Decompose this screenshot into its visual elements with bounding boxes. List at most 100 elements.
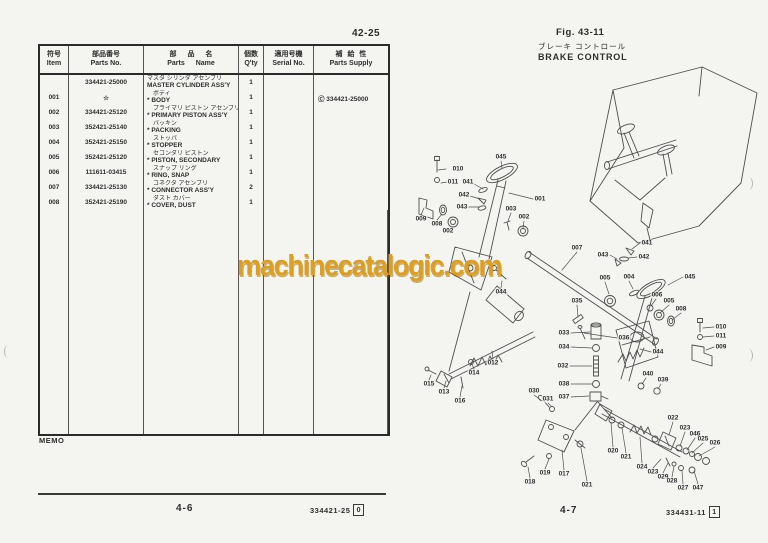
cell-parts-no: 352421-25120 [69,150,144,165]
cell-item: 006 [40,165,69,180]
callout-label-016: 016 [453,397,467,405]
cell-parts-no: ☆ [69,90,144,105]
name-jp: マスタ シリンダ アセンブリ [147,75,223,82]
callout-label-043: 043 [455,203,469,211]
callout-label-007: 007 [570,244,584,252]
callout-label-014: 014 [467,369,481,377]
frame-outline [589,66,758,244]
cell-supply: Ⓒ 334421-25000 [318,95,369,103]
callout-label-033: 033 [557,329,571,337]
cell-name: セコンダリ ピストン* PISTON, SECONDARY [144,150,239,165]
callout-label-040: 040 [641,370,655,378]
callout-label-002: 002 [517,213,531,221]
callout-label-023: 023 [678,424,692,432]
cell-name: プライマリ ピストン アセンブリ* PRIMARY PISTON ASS'Y [144,105,239,120]
header-item-jp: 符号 [47,51,61,58]
callout-label-031: 031 [541,395,555,403]
cell-qty: 1 [239,165,264,180]
callout-label-005: 005 [662,297,676,305]
name-en: MASTER CYLINDER ASS'Y [147,82,231,90]
callout-label-024: 024 [635,463,649,471]
name-en: * PACKING [147,127,181,135]
cell-item: 002 [40,105,69,120]
callout-label-035: 035 [570,297,584,305]
callout-label-046: 046 [688,430,702,438]
pedal-assembly-right [577,247,713,395]
name-jp: ダスト カバー [153,195,191,202]
callout-label-047: 047 [691,484,705,492]
scan-artifact [4,345,11,358]
callout-label-043: 043 [596,251,610,259]
cell-serial [264,135,314,150]
callout-label-002: 002 [441,227,455,235]
right-doc-number: 334431-11 1 [666,506,720,518]
name-en: * PRIMARY PISTON ASS'Y [147,112,228,120]
callout-label-005: 005 [598,274,612,282]
right-doc-no-text: 334431-11 [666,507,706,517]
callout-label-026: 026 [708,439,722,447]
callout-label-011: 011 [446,178,460,186]
cell-serial [264,180,314,195]
header-serial: 適用号機 Serial No. [264,46,314,73]
cell-item [40,75,69,90]
callout-label-028: 028 [665,477,679,485]
name-jp: セコンダリ ピストン [153,150,209,157]
figure-number: Fig. 43-11 [556,27,605,38]
header-parts-name: 部 品 名 Parts Name [144,46,239,73]
callout-label-045: 045 [683,273,697,281]
callout-label-017: 017 [557,470,571,478]
filler-cell [144,210,239,434]
left-doc-number: 334421-25 0 [310,504,365,516]
header-qty-jp: 個数 [244,51,258,58]
cell-item: 008 [40,195,69,210]
header-qty: 個数 Q'ty [239,46,264,73]
name-en: * CONNECTOR ASS'Y [147,187,214,195]
leader-lines [420,160,716,485]
callout-label-021: 021 [619,453,633,461]
cell-item: 005 [40,150,69,165]
scan-artifact [746,349,753,362]
header-serial-jp: 適用号機 [274,51,303,58]
header-parts-no-en: Parts No. [90,60,122,67]
name-jp: パッキン [153,120,177,127]
header-supply-jp: 補 給 性 [335,51,367,58]
callout-label-034: 034 [557,343,571,351]
rod-cluster [424,331,536,389]
figure-title-jp: ブレーキ コントロール [538,42,627,51]
cell-qty: 1 [239,120,264,135]
header-parts-name-jp: 部 品 名 [169,51,213,58]
callout-label-044: 044 [494,288,508,296]
callout-label-009: 009 [414,215,428,223]
callout-label-010: 010 [451,165,465,173]
figure-title-en: BRAKE CONTROL [538,52,628,62]
left-rev-box: 0 [353,504,365,516]
memo-label: MEMO [39,436,65,445]
callout-label-037: 037 [557,393,571,401]
callout-label-003: 003 [504,205,518,213]
callout-label-020: 020 [606,447,620,455]
header-item-en: Item [46,60,62,67]
cell-name: ダスト カバー* COVER, DUST [144,195,239,210]
cell-parts-no: 334421-25000 [69,75,144,90]
cell-serial [264,165,314,180]
callout-label-008: 008 [674,305,688,313]
filler-cell [69,210,144,434]
header-supply: 補 給 性 Parts Supply [314,46,388,73]
cell-item: 004 [40,135,69,150]
callout-label-018: 018 [523,478,537,486]
name-en: * COVER, DUST [147,202,196,210]
name-jp: ストッパ [153,135,178,142]
header-supply-en: Parts Supply [329,60,373,67]
callout-label-044: 044 [651,348,665,356]
name-en: * BODY [147,97,171,105]
cell-parts-no: 111611-03415 [69,165,144,180]
cell-qty: 1 [239,105,264,120]
filler-cell [264,210,314,434]
